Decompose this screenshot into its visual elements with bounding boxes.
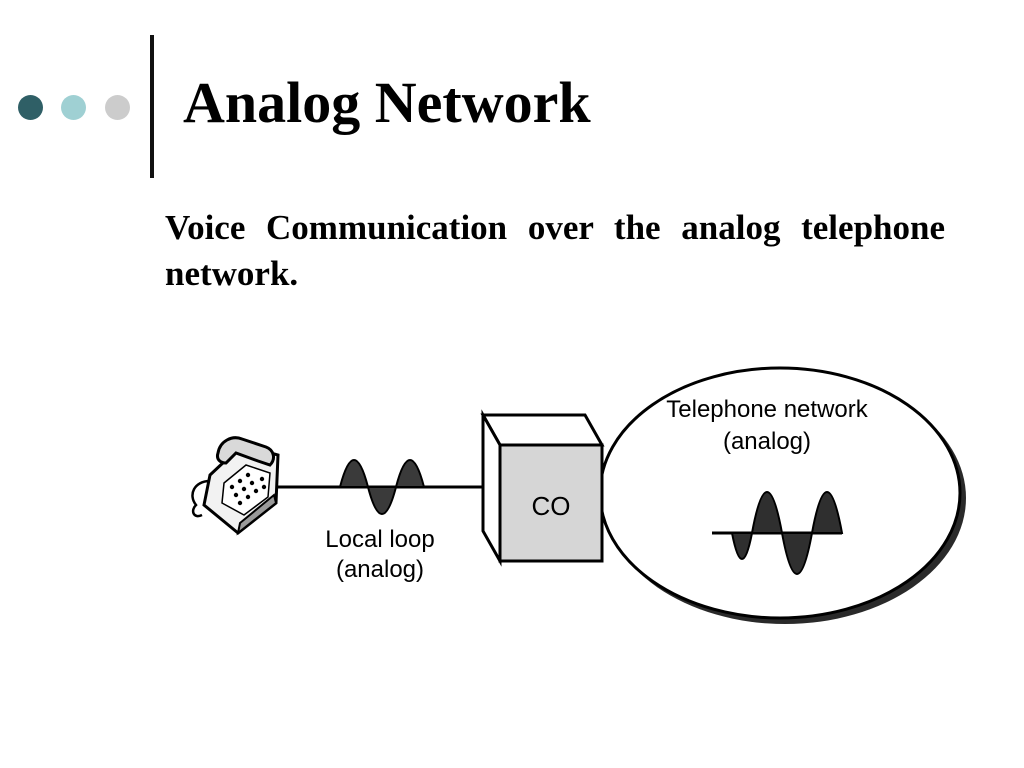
slide-title: Analog Network xyxy=(183,70,591,135)
co-label: CO xyxy=(532,491,571,521)
bullet-dot-dark xyxy=(18,95,43,120)
analog-network-diagram: Local loop (analog) Telephone network (a… xyxy=(191,366,966,624)
bullet-dot-gray xyxy=(105,95,130,120)
network-label: Telephone network xyxy=(666,396,868,423)
central-office-box xyxy=(480,409,605,567)
telephone-network-cloud xyxy=(598,366,966,624)
local-loop-label: Local loop xyxy=(325,526,434,553)
telephone-icon xyxy=(191,436,280,536)
slide-body-text: Voice Communication over the analog tele… xyxy=(165,208,945,293)
local-loop-analog-label: (analog) xyxy=(336,556,424,583)
network-waveform xyxy=(712,491,844,575)
network-analog-label: (analog) xyxy=(723,428,811,455)
title-divider xyxy=(150,35,154,178)
bullet-dot-light xyxy=(61,95,86,120)
local-loop-waveform xyxy=(338,459,426,515)
